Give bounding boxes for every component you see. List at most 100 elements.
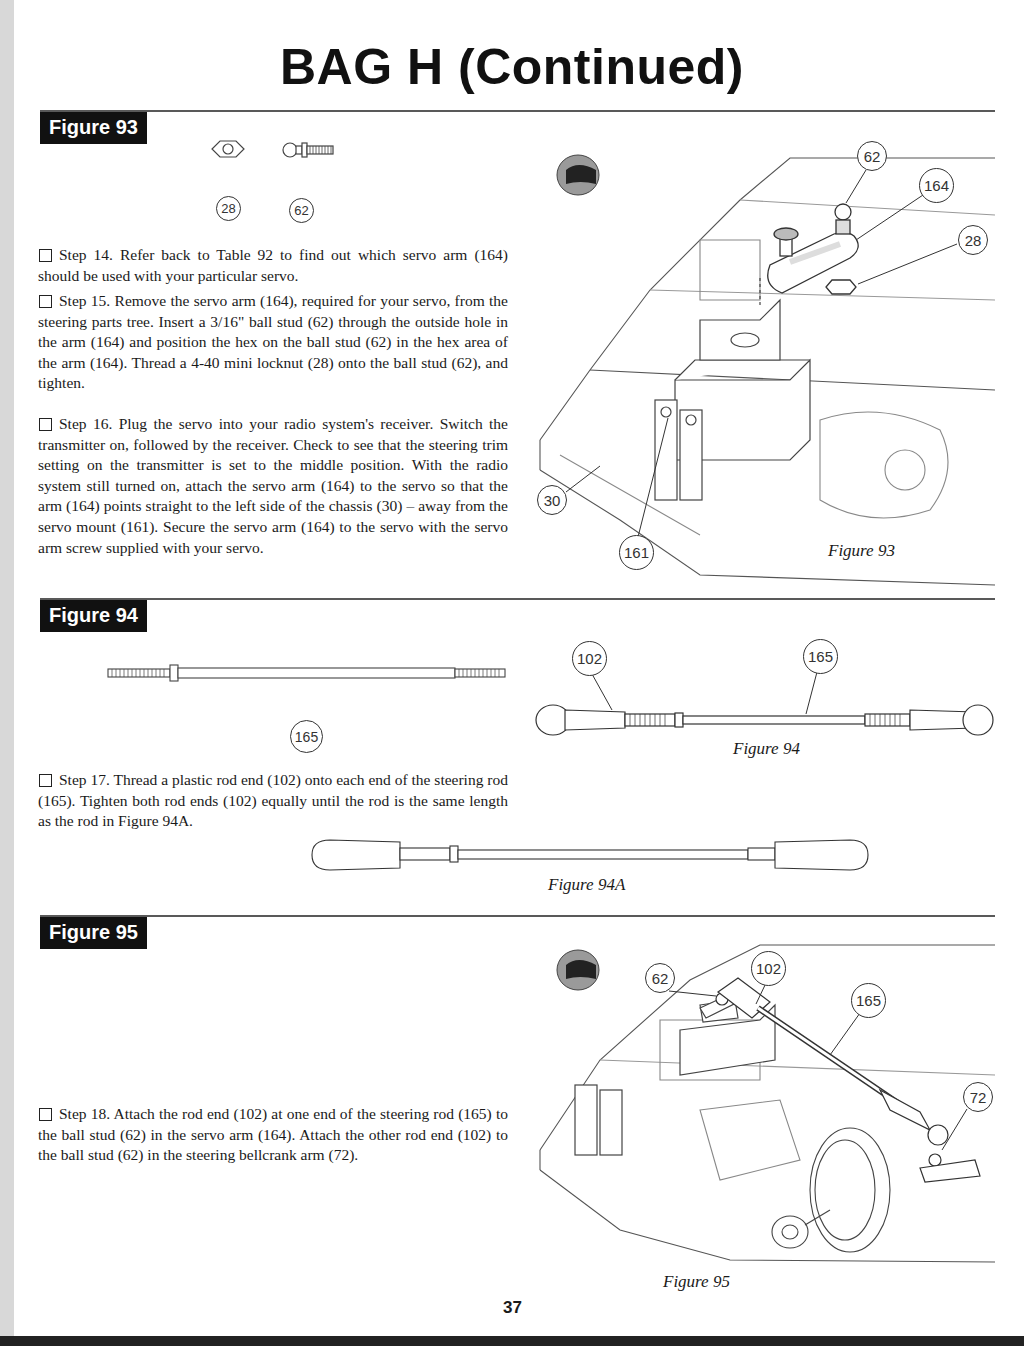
callout-number: 62 xyxy=(645,963,675,993)
figure-caption: Figure 94A xyxy=(548,875,625,895)
checkbox xyxy=(39,418,52,431)
callout-text: 165 xyxy=(856,992,881,1009)
scan-edge xyxy=(0,1336,1024,1346)
figure-heading: Figure 95 xyxy=(49,921,138,943)
servo-drawing xyxy=(655,275,810,500)
drawing-part xyxy=(963,705,993,735)
drawing-part xyxy=(539,440,540,470)
drawing-part xyxy=(540,470,995,585)
drawing-part xyxy=(108,669,170,677)
drawing-part xyxy=(557,950,599,990)
drawing-part xyxy=(638,418,668,537)
callout-number: 165 xyxy=(803,639,838,674)
figure-tab: Figure 94 xyxy=(40,600,147,632)
drawing-part xyxy=(675,360,810,380)
drawing-part xyxy=(600,1060,995,1075)
figure-tab: Figure 95 xyxy=(40,917,147,949)
drawing-part xyxy=(756,983,766,1004)
drawing-part xyxy=(929,1154,941,1166)
page-title: BAG H (Continued) xyxy=(280,38,744,96)
callout-number: 28 xyxy=(958,225,988,255)
drawing-part xyxy=(772,1216,808,1248)
callout-number: 62 xyxy=(857,141,887,171)
drawing-part xyxy=(661,407,671,417)
drawing-part xyxy=(700,1100,800,1180)
drawing-part xyxy=(566,165,596,184)
leader-line xyxy=(592,672,817,714)
callout-text: 62 xyxy=(864,148,881,165)
chassis-drawing xyxy=(540,158,995,585)
drawing-part xyxy=(283,143,297,157)
drawing-part xyxy=(310,146,331,154)
drawing-part xyxy=(458,850,748,859)
callout-text: 62 xyxy=(294,203,308,218)
callout-number: 161 xyxy=(619,535,654,570)
drawing-part xyxy=(669,991,716,996)
drawing-part xyxy=(835,204,851,220)
servo-drawing xyxy=(575,996,775,1155)
callout-number: 102 xyxy=(572,641,607,676)
drawing-part xyxy=(748,848,775,860)
drawing-part xyxy=(560,455,700,535)
leader-line xyxy=(669,983,967,1150)
checkbox xyxy=(39,295,52,308)
drawing-part xyxy=(170,665,178,681)
callout-text: 28 xyxy=(965,232,982,249)
drawing-part xyxy=(768,232,858,293)
drawing-part xyxy=(600,1090,622,1155)
step-text: Step 18. Attach the rod end (102) at one… xyxy=(38,1104,508,1166)
drawing-part xyxy=(885,450,925,490)
drawing-part xyxy=(296,146,302,154)
drawing-part xyxy=(731,333,759,347)
step-text: Step 14. Refer back to Table 92 to find … xyxy=(38,245,508,286)
rod-reference-drawing xyxy=(312,840,868,870)
drawing-part xyxy=(683,716,865,724)
callout-text: 165 xyxy=(295,729,318,745)
callout-text: 102 xyxy=(577,650,602,667)
drawing-part xyxy=(307,146,333,154)
drawing-part xyxy=(858,244,957,284)
drawing-part xyxy=(782,1225,798,1239)
locknut-icon xyxy=(212,141,244,157)
drawing-part xyxy=(815,1140,875,1240)
section-rule xyxy=(40,110,995,112)
drawing-part xyxy=(575,1085,597,1155)
helmet-icon xyxy=(557,950,599,990)
callout-text: 30 xyxy=(544,492,561,509)
step-text: Step 15. Remove the servo arm (164), req… xyxy=(38,291,508,394)
helmet-icon xyxy=(557,155,599,195)
drawing-part xyxy=(928,1125,948,1145)
drawing-part xyxy=(625,714,675,726)
callout-number: 102 xyxy=(751,951,786,986)
drawing-part xyxy=(566,466,600,492)
drawing-part xyxy=(836,220,850,234)
drawing-part xyxy=(112,669,164,677)
drawing-part xyxy=(774,228,798,240)
callout-text: 28 xyxy=(221,201,235,216)
drawing-part xyxy=(790,244,840,262)
drawing-part xyxy=(806,672,817,714)
drawing-part xyxy=(865,714,910,726)
callout-text: 164 xyxy=(924,177,949,194)
drawing-part xyxy=(680,410,702,500)
drawing-part xyxy=(810,1128,890,1252)
drawing-part xyxy=(826,280,856,294)
figure-caption: Figure 95 xyxy=(663,1272,730,1292)
drawing-part xyxy=(302,143,307,157)
drawing-part xyxy=(655,400,677,500)
section-rule xyxy=(40,915,995,917)
rod-assembly-drawing xyxy=(536,705,993,735)
drawing-part xyxy=(223,144,233,154)
drawing-part xyxy=(450,846,458,862)
figure-heading: Figure 93 xyxy=(49,116,138,138)
drawing-part xyxy=(675,713,683,727)
callout-number: 165 xyxy=(290,720,323,753)
checkbox xyxy=(39,774,52,787)
drawing-part xyxy=(830,1013,860,1055)
figure-caption: Figure 94 xyxy=(733,739,800,759)
step-text: Step 17. Thread a plastic rod end (102) … xyxy=(38,770,508,832)
steering-rod-icon xyxy=(108,665,505,681)
drawing-part xyxy=(805,1210,830,1225)
callout-text: 102 xyxy=(756,960,781,977)
callout-number: 30 xyxy=(537,485,567,515)
